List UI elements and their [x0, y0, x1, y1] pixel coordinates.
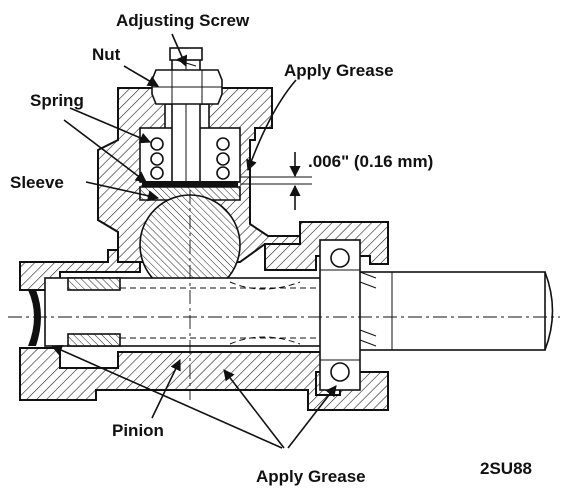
- left-needle-bearing: [67, 277, 121, 291]
- spring-seat: [142, 181, 238, 187]
- output-shaft: [344, 271, 554, 351]
- label-figure-code: 2SU88: [480, 459, 532, 478]
- spring: [150, 137, 230, 180]
- label-apply-grease-bottom: Apply Grease: [256, 467, 366, 486]
- pinion-shaft: [28, 277, 346, 347]
- end-seal: [28, 290, 41, 346]
- screw-head-slot: [169, 47, 203, 61]
- adjusting-screw-assembly: [151, 47, 223, 183]
- label-sleeve: Sleeve: [10, 173, 64, 192]
- label-adjusting-screw: Adjusting Screw: [116, 11, 250, 30]
- label-apply-grease-top: Apply Grease: [284, 61, 394, 80]
- ball-bearing: [319, 239, 361, 391]
- leader-lines: [50, 33, 337, 449]
- label-nut: Nut: [92, 45, 121, 64]
- label-spring: Spring: [30, 91, 84, 110]
- label-clearance: .006" (0.16 mm): [308, 152, 433, 171]
- label-pinion: Pinion: [112, 421, 164, 440]
